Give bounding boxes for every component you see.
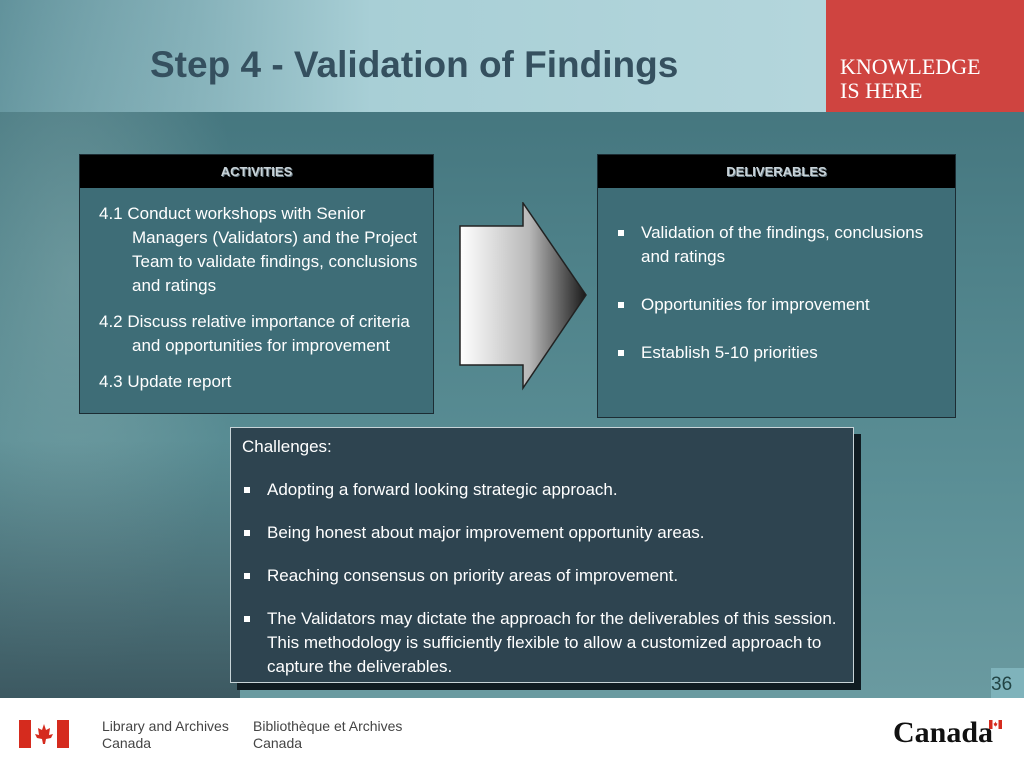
deliverable-text: Opportunities for improvement [641,295,870,314]
activities-panel: ACTIVITIES 4.1 Conduct workshops with Se… [79,154,434,414]
activities-list: 4.1 Conduct workshops with Senior Manage… [99,202,429,406]
bullet-square-icon [244,573,250,579]
knowledge-is-here-logo: KNOWLEDGE IS HERE [826,0,1024,112]
logo-line-2: IS HERE [840,78,923,103]
deliverable-text: Validation of the findings, conclusions … [641,223,924,266]
bullet-square-icon [618,350,624,356]
slide-title: Step 4 - Validation of Findings [150,44,679,85]
canada-flag-icon [19,720,69,748]
deliverables-list: Validation of the findings, conclusions … [616,221,946,389]
deliverable-text: Establish 5-10 priorities [641,343,818,362]
deliverables-header: DELIVERABLES [598,155,955,188]
challenges-box: Challenges: Adopting a forward looking s… [230,427,854,683]
challenge-text: Reaching consensus on priority areas of … [267,566,679,585]
footer-english-name: Library and Archives Canada [102,718,229,752]
background-shadow [0,440,240,698]
right-arrow-icon [459,202,587,391]
deliverable-item: Establish 5-10 priorities [616,341,946,365]
page-number: 36 [991,668,1024,698]
bullet-square-icon [244,616,250,622]
title-band [0,0,826,112]
activity-item: 4.3 Update report [99,372,232,391]
footer [0,698,1024,768]
deliverable-item: Opportunities for improvement [616,293,946,317]
challenges-list: Challenges: Adopting a forward looking s… [242,435,842,698]
challenges-heading: Challenges: [242,437,332,456]
footer-en-line1: Library and Archives [102,718,229,734]
deliverables-panel: DELIVERABLES Validation of the findings,… [597,154,956,418]
bullet-square-icon [244,530,250,536]
logo-line-1: KNOWLEDGE [840,54,981,79]
canada-wordmark: Canada [893,716,994,749]
challenge-item: The Validators may dictate the approach … [242,607,842,679]
wordmark-flag-icon [989,720,1002,729]
challenge-text: Adopting a forward looking strategic app… [267,480,618,499]
bullet-square-icon [618,302,624,308]
bullet-square-icon [618,230,624,236]
activities-header: ACTIVITIES [80,155,433,188]
challenge-item: Reaching consensus on priority areas of … [242,564,842,588]
deliverable-item: Validation of the findings, conclusions … [616,221,946,269]
footer-fr-line2: Canada [253,735,303,751]
footer-french-name: Bibliothèque et Archives Canada [253,718,402,752]
challenge-item: Being honest about major improvement opp… [242,521,842,545]
bullet-square-icon [244,487,250,493]
challenge-text: Being honest about major improvement opp… [267,523,705,542]
activity-item: 4.2 Discuss relative importance of crite… [99,312,410,355]
footer-fr-line1: Bibliothèque et Archives [253,718,403,734]
challenge-text: The Validators may dictate the approach … [267,609,837,676]
challenge-item: Adopting a forward looking strategic app… [242,478,842,502]
footer-en-line2: Canada [102,735,152,751]
activity-item: 4.1 Conduct workshops with Senior Manage… [99,204,418,295]
